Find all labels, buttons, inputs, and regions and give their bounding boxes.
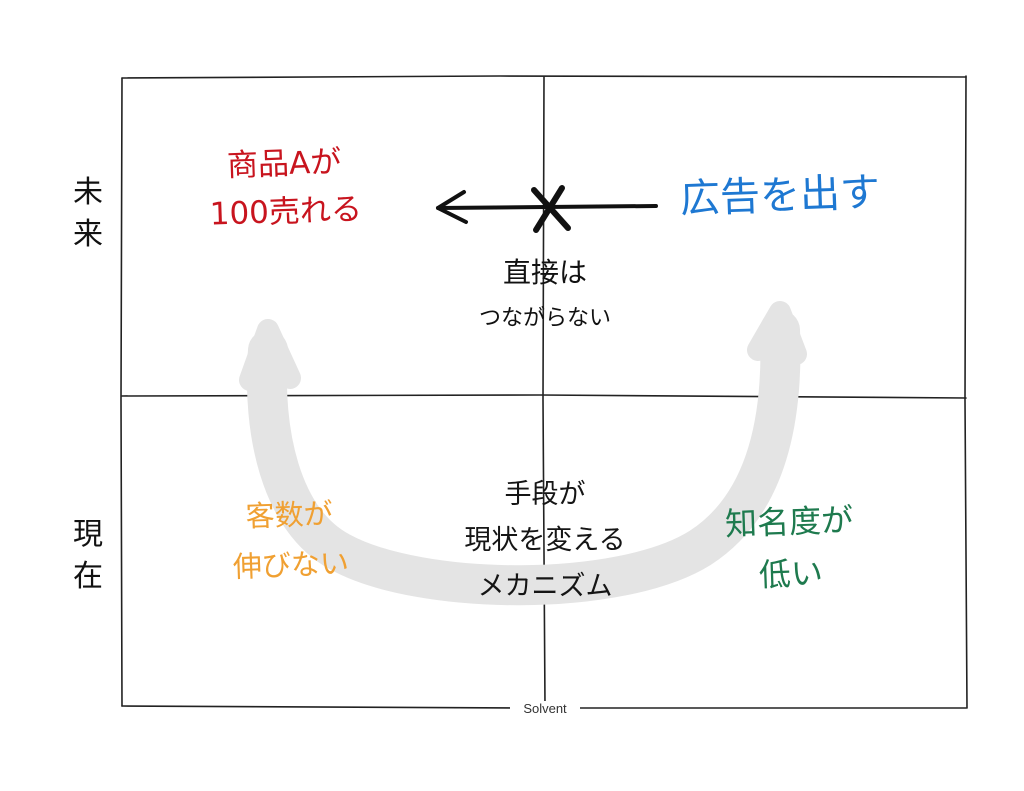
loop-arrow-head-left [239,319,301,391]
center-top-note-line1: 直接は [502,256,587,289]
frame-right [964,75,968,709]
quadrant-top-right-text: 広告を出す [679,169,881,223]
quadrant-bottom-right-text: 知名度が 低い [724,500,854,595]
divider-vertical [542,76,546,707]
loop-arrow-head-right [747,301,807,365]
center-top-note: 直接は つながらない [445,250,645,342]
credit-label: Solvent [510,701,580,717]
row-label-present: 現 在 [73,517,103,594]
blocked-arrow-head [436,190,468,224]
row-label-future: 未 来 [73,175,103,252]
center-bottom-note: 手段が 現状を変える メカニズム [464,479,626,602]
loop-arrow [239,301,807,606]
frame-top [121,75,967,79]
center-top-note-line2: つながらない [478,306,611,331]
blocked-arrow [436,185,658,233]
quadrant-bottom-left-text: 客数が 伸びない [232,496,350,584]
loop-arrow-body [246,310,801,606]
frame-left [120,77,123,707]
cross-mark-2 [533,185,565,233]
quadrant-top-left-text: 商品Aが 100売れる [209,144,363,233]
